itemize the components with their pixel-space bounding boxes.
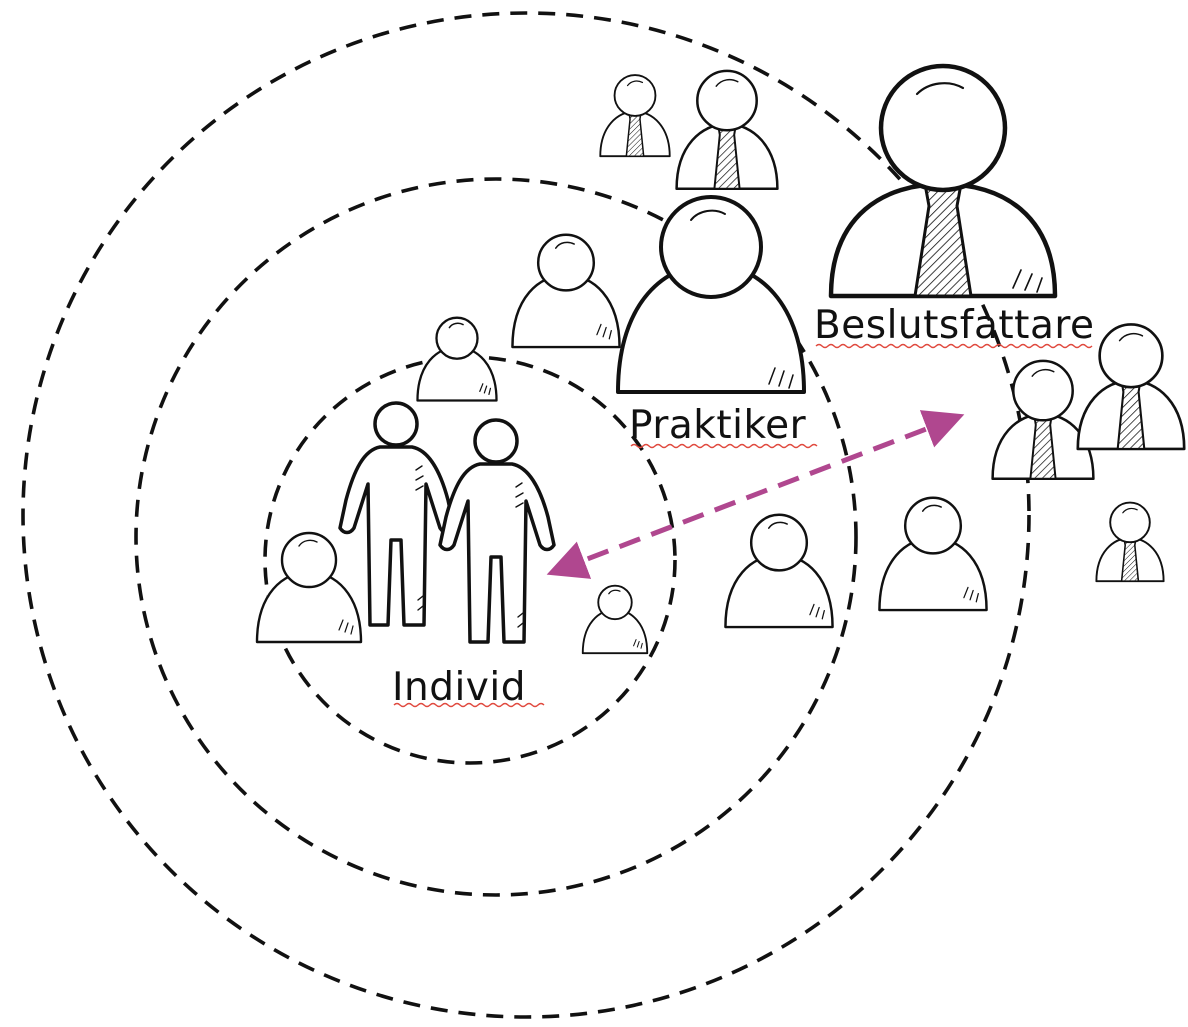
person-icon-upper-middle (511, 233, 621, 349)
label-decision-maker: Beslutsfattare (814, 303, 1095, 348)
person-icon-upper-left (416, 316, 498, 402)
label-practitioner: Praktiker (629, 403, 807, 448)
individual-figure-right (438, 418, 556, 644)
suit-person-icon-right-1 (991, 359, 1095, 481)
spellcheck-underline-decision-maker (815, 343, 1093, 349)
outer-ring (21, 11, 1031, 1019)
spellcheck-underline-individual (393, 702, 545, 708)
bidirectional-arrow (546, 410, 965, 579)
decision-maker-figure (828, 63, 1058, 299)
person-icon-inner-right (581, 584, 649, 655)
spellcheck-underline-practitioner (630, 443, 818, 449)
individual-figure-left (338, 401, 456, 627)
label-individual: Individ (392, 665, 526, 710)
practitioner-figure (616, 195, 806, 394)
individual-figures (338, 401, 556, 644)
person-icon-inner-left (255, 531, 363, 644)
suit-person-icon-top-small (599, 74, 671, 158)
suit-person-icon-right-2 (1076, 323, 1186, 451)
suit-person-icon-right-small (1095, 501, 1165, 583)
person-icon-middle-ring-2 (878, 496, 988, 612)
person-icon-middle-ring-1 (724, 513, 834, 629)
suit-person-icon-top (675, 69, 779, 191)
